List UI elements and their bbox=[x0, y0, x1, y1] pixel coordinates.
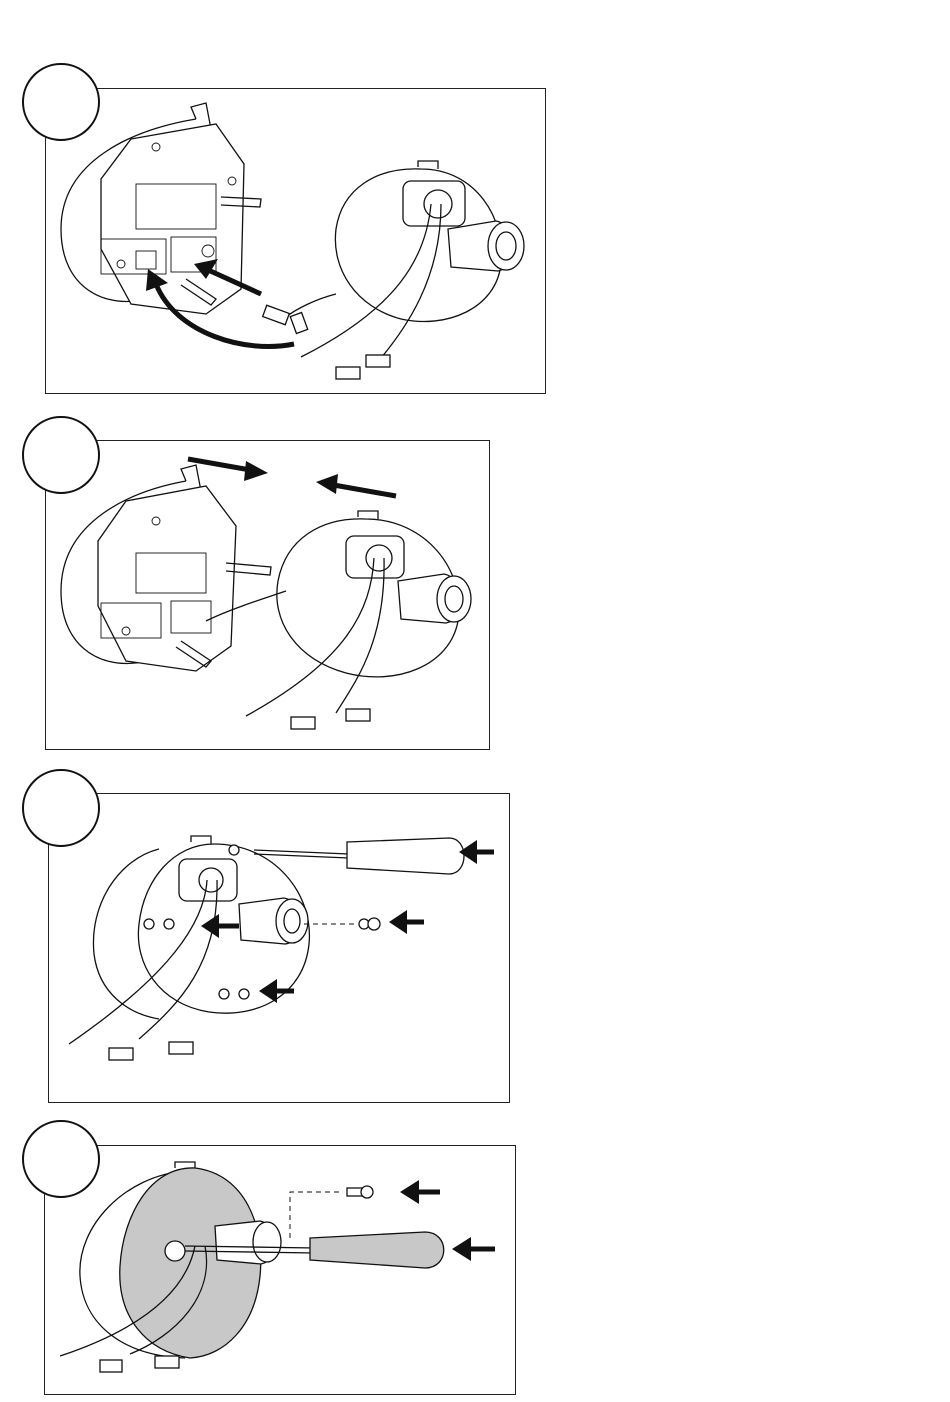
camera-assembly bbox=[60, 1162, 281, 1358]
camera-head bbox=[286, 161, 524, 364]
step-3-marker bbox=[22, 769, 100, 847]
camera-assembly bbox=[69, 836, 309, 1044]
cable-connectors bbox=[109, 1042, 193, 1060]
step-2-panel bbox=[45, 440, 490, 750]
arrow-icon bbox=[188, 459, 396, 496]
step-3-illustration bbox=[49, 794, 510, 1103]
screw-icon bbox=[347, 1186, 373, 1198]
step-4-illustration bbox=[45, 1146, 516, 1395]
step-1-illustration bbox=[46, 89, 546, 394]
alignment-line bbox=[290, 1192, 343, 1238]
step-2-illustration bbox=[46, 441, 490, 750]
step-4-marker bbox=[22, 1120, 100, 1198]
step-3-panel bbox=[48, 793, 510, 1103]
step-1-panel bbox=[45, 88, 546, 394]
cable-connectors bbox=[291, 709, 370, 729]
step-4-panel bbox=[44, 1145, 516, 1395]
step-1-marker bbox=[22, 63, 100, 141]
cable-connectors bbox=[100, 1356, 179, 1372]
screwdriver-icon bbox=[254, 838, 464, 874]
camera-head bbox=[206, 511, 471, 716]
step-2-marker bbox=[22, 416, 100, 494]
mount-base bbox=[61, 465, 271, 671]
cable-connectors bbox=[263, 305, 390, 379]
